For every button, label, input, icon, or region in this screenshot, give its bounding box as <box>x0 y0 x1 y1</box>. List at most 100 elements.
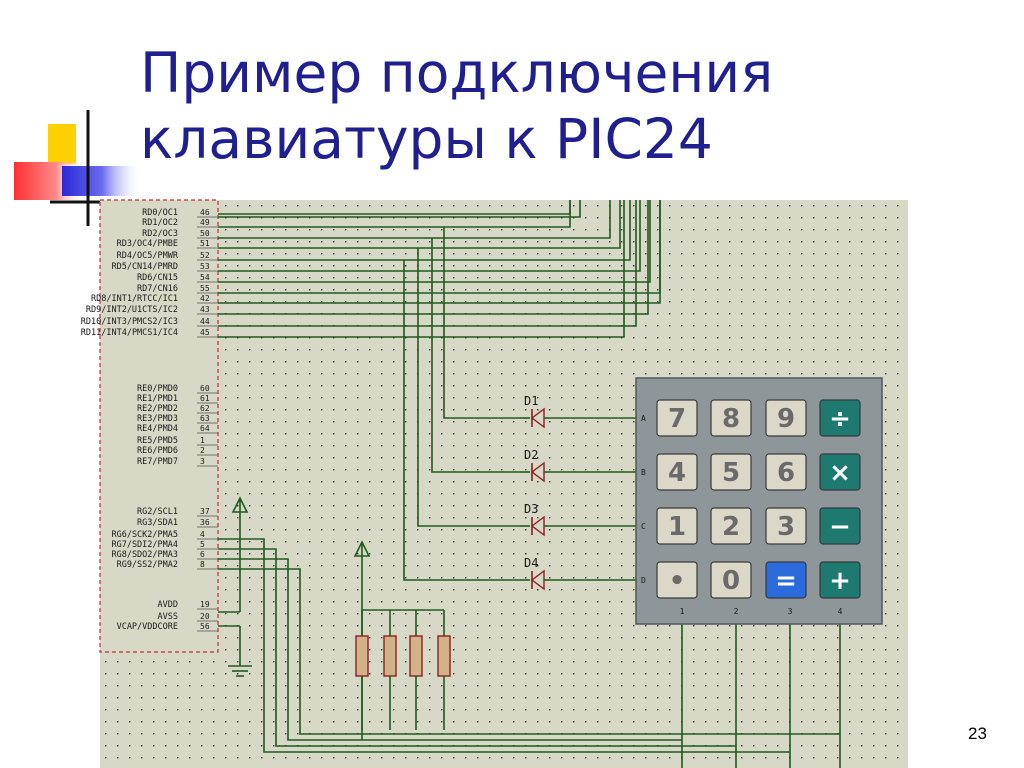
power-symbol-1 <box>218 496 249 613</box>
keypad-key[interactable] <box>819 399 861 437</box>
mcu-pin-name: RD10/INT3/PMCS2/IC3 <box>81 317 178 327</box>
mcu-pin-name: RE3/PMD3 <box>137 414 178 424</box>
mcu-pin-number: 62 <box>200 404 210 413</box>
keypad-key[interactable] <box>710 453 752 491</box>
keypad-key[interactable] <box>819 453 861 491</box>
ground-symbol <box>218 625 252 677</box>
mcu-pin-number: 52 <box>200 251 210 260</box>
mcu-pin-name: RD1/OC2 <box>142 218 178 228</box>
keypad-column-label: 2 <box>734 607 739 616</box>
row-wire <box>417 248 520 527</box>
keypad-key-label: 2 <box>722 512 740 542</box>
mcu-body <box>99 199 219 653</box>
mcu-pin-number: 19 <box>200 600 210 609</box>
resistor <box>437 635 451 677</box>
keypad-key[interactable] <box>765 561 807 599</box>
mcu-pin-number: 42 <box>200 294 210 303</box>
rd-bus-wire <box>218 200 571 215</box>
mcu-pin-number: 45 <box>200 328 210 337</box>
keypad-key[interactable] <box>710 399 752 437</box>
keypad-key-label: 6 <box>777 458 795 488</box>
resistor <box>383 635 397 677</box>
mcu-pin-name: RG9/SS2/PMA2 <box>117 560 178 570</box>
mcu-pin-number: 55 <box>200 284 210 293</box>
keypad-key[interactable] <box>656 453 698 491</box>
mcu-pin-number: 50 <box>200 229 210 238</box>
keypad-key-label: 7 <box>668 404 686 434</box>
mcu-pin-number: 60 <box>200 384 210 393</box>
keypad-row-label: D <box>641 576 646 585</box>
mcu-pin-number: 46 <box>200 208 210 217</box>
slide-number: 23 <box>968 724 987 743</box>
keypad-key[interactable] <box>710 561 752 599</box>
keypad-key-label: 9 <box>777 404 795 434</box>
resistor <box>355 635 369 677</box>
keypad-key[interactable] <box>765 399 807 437</box>
keypad-key-label: 4 <box>668 458 686 488</box>
keypad-column-label: 4 <box>838 607 843 616</box>
pull-down-resistors <box>355 610 451 730</box>
wires <box>218 200 841 768</box>
blue-square <box>62 166 142 196</box>
keypad-key-label: + <box>829 566 851 596</box>
mcu-pin-number: 56 <box>200 622 210 631</box>
decorative-squares <box>14 110 142 226</box>
mcu-pin-name: VCAP/VDDCORE <box>117 622 178 632</box>
keypad-key[interactable] <box>765 453 807 491</box>
mcu-pin-name: RD6/CN15 <box>137 273 178 283</box>
mcu-pin-name: RG2/SCL1 <box>137 507 178 517</box>
mcu-pin-number: 8 <box>200 560 205 569</box>
keypad-row-label: C <box>641 522 646 531</box>
keypad-key[interactable] <box>656 399 698 437</box>
keypad-key-label: 3 <box>777 512 795 542</box>
keypad-key-label: 0 <box>722 566 740 596</box>
mcu-pin-name: RD11/INT4/PMCS1/IC4 <box>81 328 178 338</box>
rd-column-wire <box>218 200 649 315</box>
mcu-pin-name: RG3/SDA1 <box>137 518 178 528</box>
rd-column-wire <box>218 200 661 304</box>
mcu-pin-name: RE6/PMD6 <box>137 446 178 456</box>
mcu-pin-number: 61 <box>200 394 210 403</box>
mcu-pin-name: RD5/CN14/PMRD <box>111 262 178 272</box>
keypad-key-label: = <box>775 566 797 596</box>
keypad-key[interactable] <box>656 507 698 545</box>
diode-label: D2 <box>524 448 538 462</box>
mcu-pin-number: 4 <box>200 530 205 539</box>
rg-wire <box>218 548 736 747</box>
keypad-key[interactable] <box>765 507 807 545</box>
keypad-key-label: 5 <box>722 458 740 488</box>
rg-wire <box>218 558 682 741</box>
mcu-pin-name: RD2/OC3 <box>142 229 178 239</box>
keypad-key[interactable] <box>656 561 698 599</box>
row-wire <box>443 227 520 419</box>
rd-column-wire <box>218 200 625 338</box>
mcu-pin-number: 1 <box>200 436 205 445</box>
keypad-key-label: 8 <box>722 404 740 434</box>
rg-wire <box>218 538 790 753</box>
keypad-key-label: − <box>829 512 851 542</box>
keypad-key-label: • <box>669 566 686 596</box>
mcu-pin-number: 63 <box>200 414 210 423</box>
row-wire <box>403 260 520 581</box>
mcu-pin-name: RE2/PMD2 <box>137 404 178 414</box>
mcu-pin-number: 54 <box>200 273 210 282</box>
resistor <box>409 635 423 677</box>
mcu-pin-name: RE1/PMD1 <box>137 394 178 404</box>
diode-label: D3 <box>524 502 538 516</box>
mcu-pin-number: 49 <box>200 218 210 227</box>
mcu-pin-number: 64 <box>200 424 210 433</box>
keypad-key[interactable] <box>819 507 861 545</box>
mcu-pin-name: RE4/PMD4 <box>137 424 178 434</box>
mcu-pin-name: AVDD <box>158 600 178 610</box>
keypad-key[interactable] <box>819 561 861 599</box>
rd-bus-wire <box>218 200 611 239</box>
mcu-pin-number: 43 <box>200 305 210 314</box>
keypad-key[interactable] <box>710 507 752 545</box>
mcu-pin-number: 6 <box>200 550 205 559</box>
mcu-pin-name: AVSS <box>158 612 178 622</box>
title-line-1: Пример подключения <box>140 41 774 105</box>
mcu-pin-name: RG6/SCK2/PMA5 <box>111 530 178 540</box>
